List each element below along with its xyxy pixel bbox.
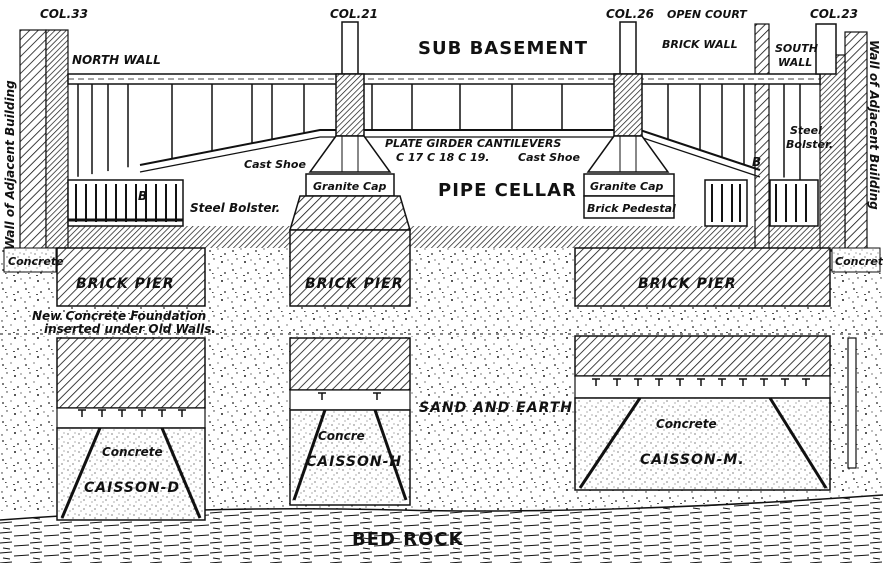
adjacent-wall-left	[19, 29, 47, 256]
label-caisson-h: CAISSON-H	[306, 454, 402, 470]
label-brick-pedestal: Brick Pedestal	[587, 202, 676, 215]
south-wall	[819, 54, 846, 251]
label-caisson-h-concrete: Concre	[318, 429, 365, 443]
label-plate-girder: PLATE GIRDER CANTILEVERS	[385, 137, 561, 150]
cellar-floor-slab	[60, 226, 830, 248]
label-plate-girder-cols: C 17 C 18 C 19.	[396, 151, 489, 164]
label-granite-cap-left: Granite Cap	[313, 180, 387, 193]
label-steel-bolster-right-2: Bolster.	[786, 138, 833, 151]
adjacent-wall-right	[844, 31, 868, 258]
label-brick-pier-2: BRICK PIER	[305, 276, 403, 292]
label-steel-bolster-left: Steel Bolster.	[190, 201, 280, 215]
brick-pier-1	[56, 247, 206, 307]
label-steel-bolster-right-1: Steel	[790, 124, 822, 137]
label-bolster-b-right: B	[752, 155, 761, 169]
label-bed-rock: BED ROCK	[352, 529, 464, 550]
label-concrete-left: Concrete	[8, 255, 64, 268]
column-21	[308, 21, 392, 173]
label-sand-earth: SAND AND EARTH	[419, 400, 573, 416]
edge-pipe	[847, 337, 857, 469]
label-concrete-right: Concrete	[835, 255, 883, 268]
label-brick-pier-1: BRICK PIER	[76, 276, 174, 292]
pedestal-left	[288, 195, 412, 231]
label-col21: COL.21	[330, 7, 378, 21]
label-caisson-d-concrete: Concrete	[102, 445, 163, 459]
label-south-wall-1: SOUTH	[775, 42, 818, 55]
label-new-foundation-2: inserted under Old Walls.	[44, 322, 216, 336]
label-pipe-cellar: PIPE CELLAR	[438, 180, 577, 201]
label-col33: COL.33	[40, 7, 88, 21]
label-caisson-m-concrete: Concrete	[656, 417, 717, 431]
column-26	[586, 21, 670, 173]
steel-bolster-right	[769, 179, 819, 227]
caisson-h	[289, 337, 411, 506]
bed-rock-layer	[0, 495, 883, 563]
cast-shoe-right	[586, 135, 670, 173]
label-cast-shoe-right: Cast Shoe	[518, 151, 580, 164]
brick-pedestal	[583, 195, 675, 219]
caisson-m	[574, 335, 831, 491]
label-adjacent-right: Wall of Adjacent Building	[867, 40, 881, 210]
label-col26: COL.26	[606, 7, 654, 21]
label-adjacent-left: Wall of Adjacent Building	[3, 80, 17, 250]
label-granite-cap-right: Granite Cap	[590, 180, 664, 193]
cast-shoe-left	[308, 135, 392, 173]
label-new-foundation-1: New Concrete Foundation	[32, 309, 206, 323]
north-wall	[45, 29, 69, 249]
label-open-court: OPEN COURT	[667, 8, 748, 21]
brick-pier-3	[574, 247, 831, 307]
label-cast-shoe-left: Cast Shoe	[244, 158, 306, 171]
label-col23: COL.23	[810, 7, 858, 21]
label-north-wall: NORTH WALL	[72, 53, 161, 67]
label-south-wall-2: WALL	[778, 56, 812, 69]
label-bolster-b-left: B	[138, 189, 147, 203]
brick-wall-open-court	[754, 23, 770, 250]
label-brick-wall: BRICK WALL	[662, 38, 738, 51]
caisson-d	[56, 337, 206, 521]
concrete-left-block	[3, 247, 57, 273]
label-caisson-d: CAISSON-D	[84, 480, 180, 496]
column-23	[815, 23, 837, 75]
label-caisson-m: CAISSON-M.	[640, 452, 745, 468]
label-sub-basement: SUB BASEMENT	[418, 38, 588, 59]
brick-pier-2	[289, 229, 411, 307]
label-brick-pier-3: BRICK PIER	[638, 276, 736, 292]
floor-framing	[67, 73, 821, 183]
concrete-right-block	[831, 247, 881, 273]
